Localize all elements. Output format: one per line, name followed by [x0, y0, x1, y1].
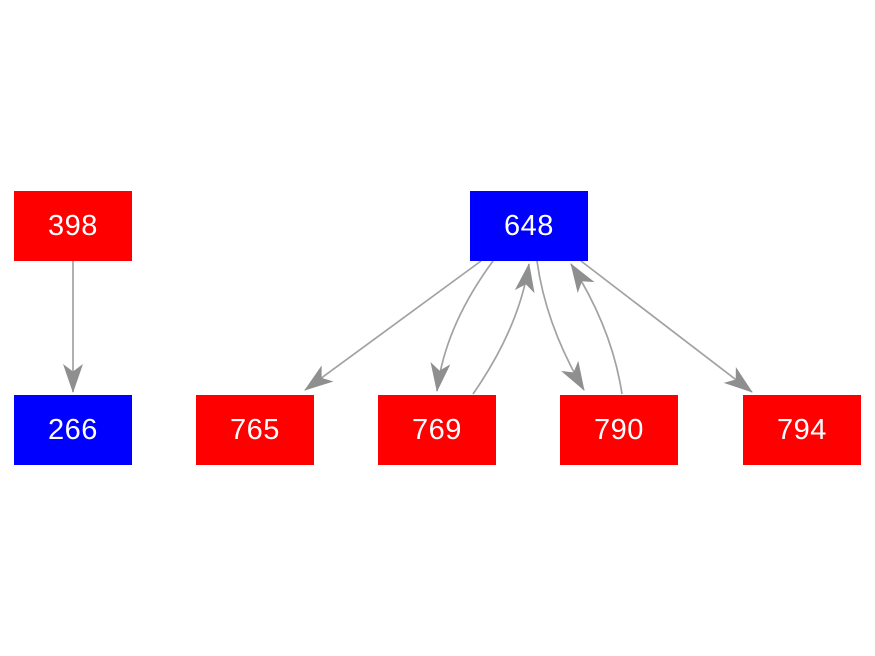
- node-769-label: 769: [412, 413, 462, 446]
- node-794-label: 794: [777, 413, 827, 446]
- node-398-label: 398: [48, 209, 98, 242]
- node-648: 648: [470, 191, 588, 261]
- edge-648-to-769: [430, 260, 494, 392]
- node-266-label: 266: [48, 413, 98, 446]
- edge-648-to-794: [580, 260, 753, 393]
- node-648-label: 648: [504, 209, 554, 242]
- node-765-label: 765: [230, 413, 280, 446]
- node-398: 398: [14, 191, 132, 261]
- edge-790-to-648: [570, 263, 623, 395]
- node-765: 765: [196, 395, 314, 465]
- node-790-label: 790: [594, 413, 644, 446]
- node-790: 790: [560, 395, 678, 465]
- edge-769-to-648: [472, 263, 535, 395]
- edge-648-to-790: [536, 260, 585, 391]
- node-794: 794: [743, 395, 861, 465]
- node-769: 769: [378, 395, 496, 465]
- node-266: 266: [14, 395, 132, 465]
- edge-648-to-765: [304, 260, 482, 391]
